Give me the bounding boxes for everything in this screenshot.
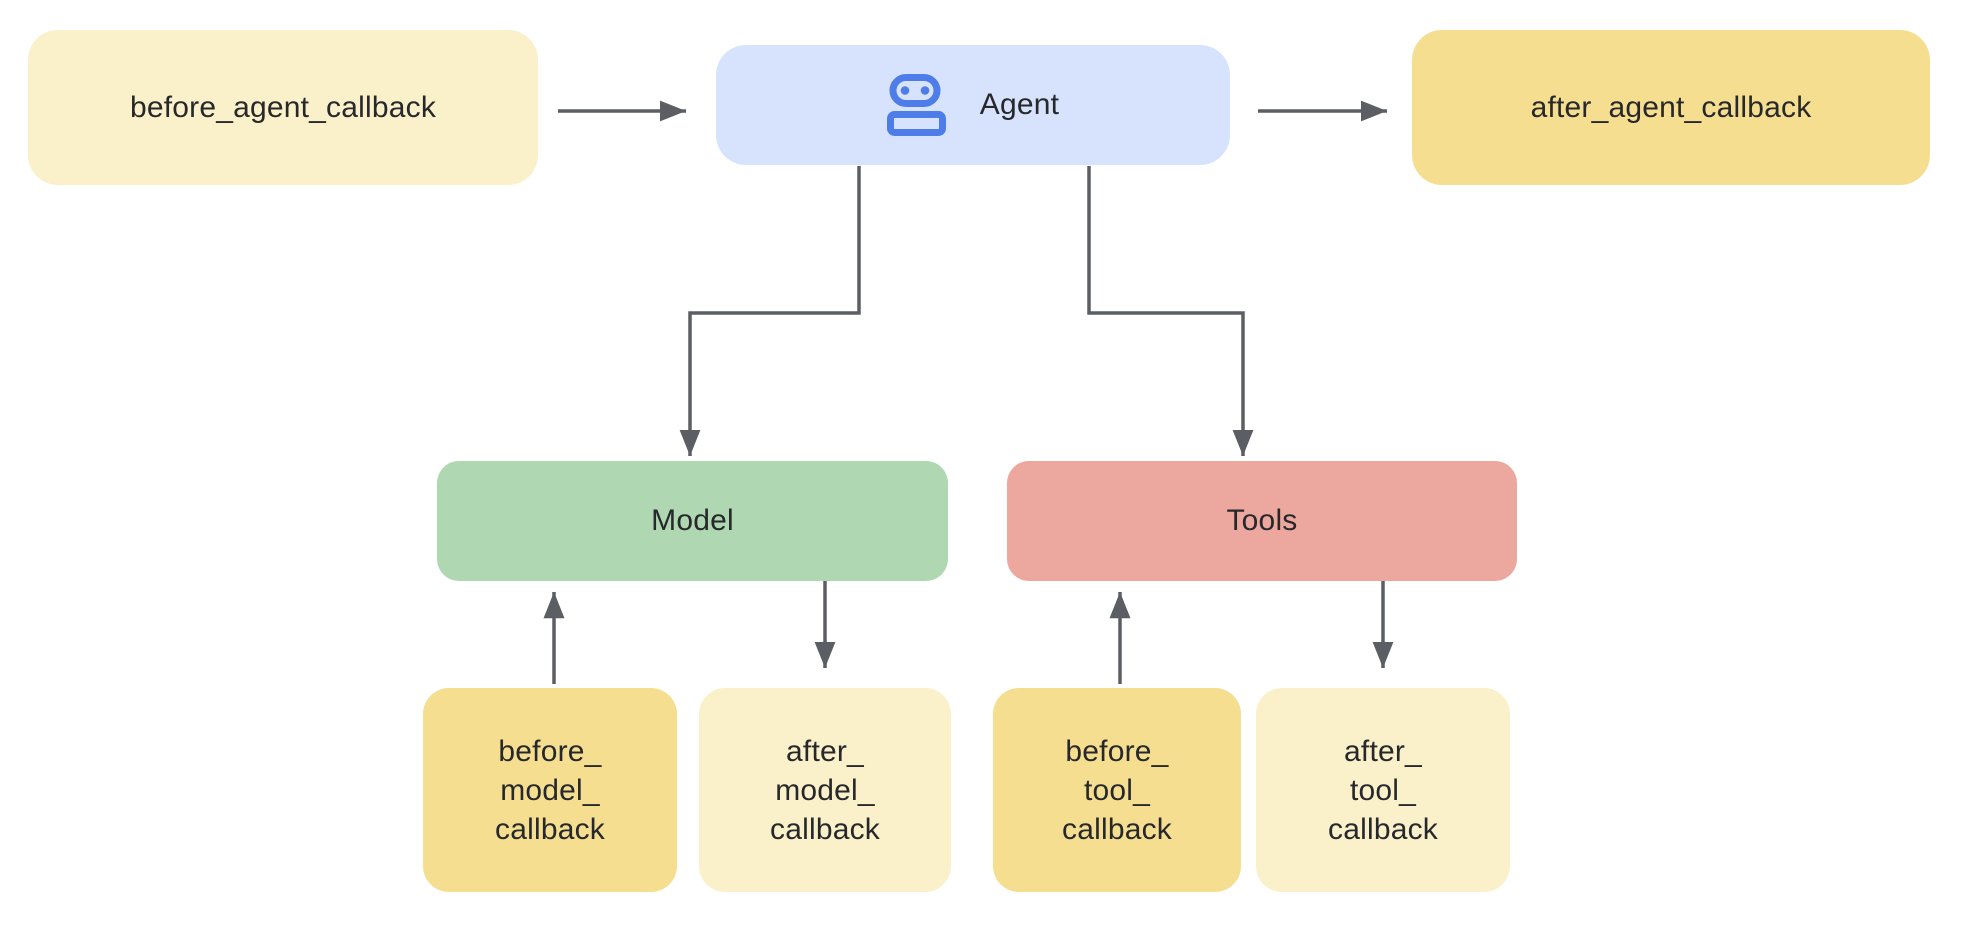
node-agent: Agent [716, 45, 1230, 165]
node-after-model-callback: after_ model_ callback [699, 688, 951, 892]
node-label: before_agent_callback [129, 90, 437, 124]
node-after-tool-callback: after_ tool_ callback [1256, 688, 1510, 892]
node-label: before_ tool_ callback [1062, 734, 1172, 846]
node-before-agent-callback: before_agent_callback [28, 30, 538, 185]
node-label: Agent [979, 88, 1060, 121]
node-tools: Tools [1007, 461, 1517, 581]
node-label: after_ model_ callback [770, 734, 880, 846]
edge-agent-to-tools [1087, 166, 1254, 456]
node-before-model-callback: before_ model_ callback [423, 688, 677, 892]
node-label: Tools [1226, 504, 1298, 537]
node-label: after_ tool_ callback [1328, 734, 1438, 846]
node-label: before_ model_ callback [495, 734, 605, 846]
node-after-agent-callback: after_agent_callback [1412, 30, 1930, 185]
node-before-tool-callback: before_ tool_ callback [993, 688, 1241, 892]
edge-agent-to-model [679, 166, 861, 456]
robot-icon [886, 73, 946, 136]
node-label: after_agent_callback [1530, 90, 1812, 124]
node-label: Model [651, 504, 734, 537]
node-model: Model [437, 461, 948, 581]
